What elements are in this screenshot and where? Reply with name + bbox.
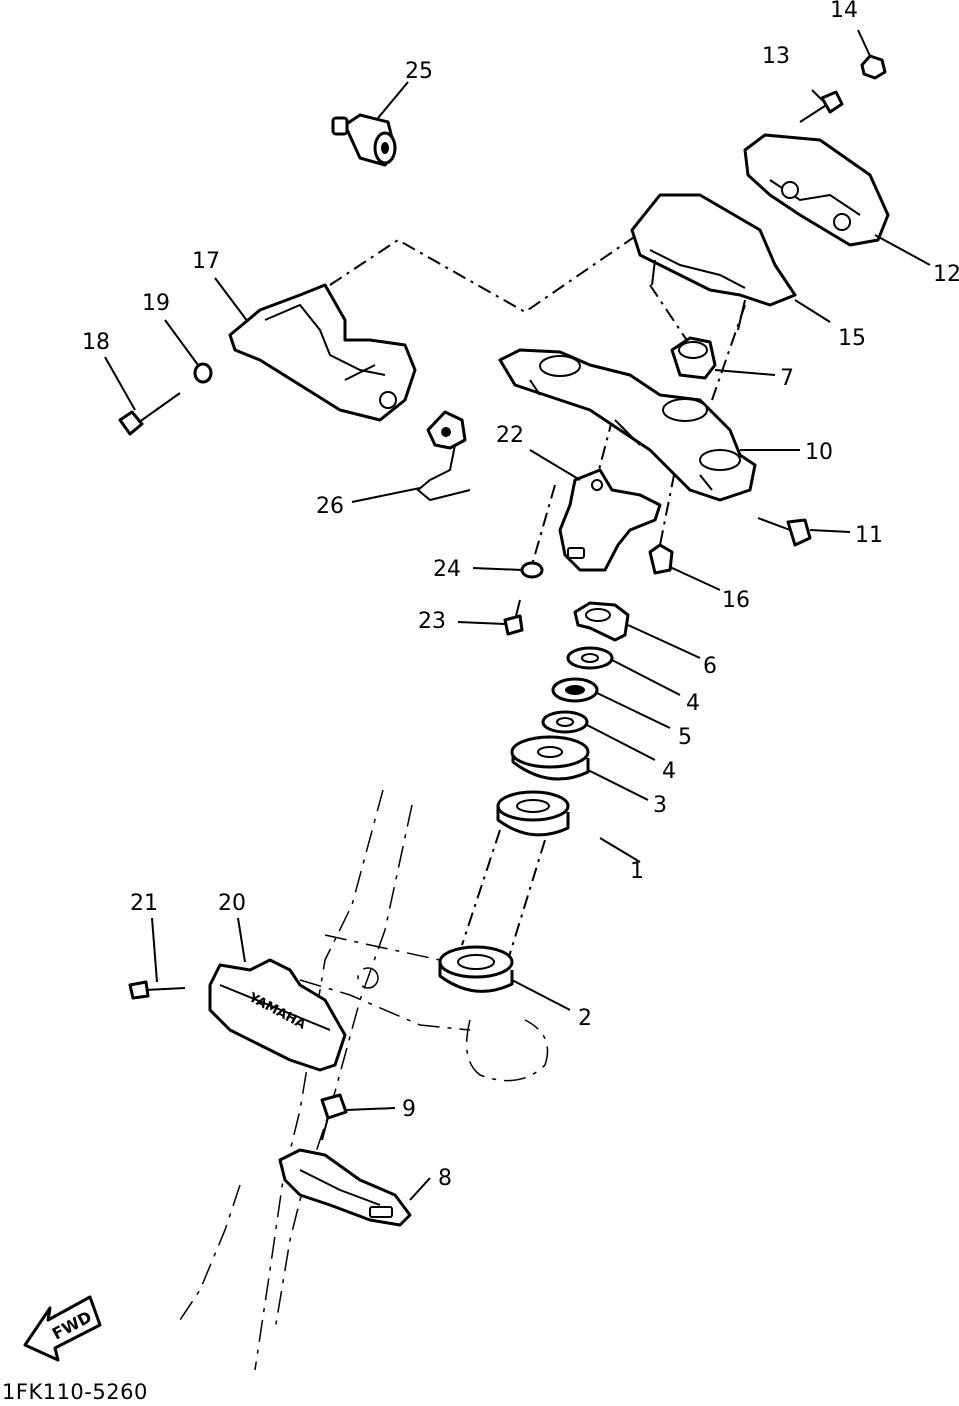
part-8-bracket (278, 1148, 412, 1227)
assembly-guide-lines (329, 232, 746, 961)
part-13-bolt (799, 90, 844, 123)
callout-11: 11 (855, 523, 883, 548)
callout-18: 18 (82, 330, 110, 355)
part-15-cover (630, 193, 797, 331)
callout-6: 6 (703, 654, 717, 679)
part-5-washer (551, 677, 599, 703)
part-22-bracket (558, 468, 662, 572)
part-20-emblem-bracket: YAMAHA (208, 958, 347, 1072)
callout-5: 5 (678, 725, 692, 750)
callout-13: 13 (762, 44, 790, 69)
callout-25: 25 (405, 59, 433, 84)
callout-2: 2 (578, 1006, 592, 1031)
part-2-bearing-lower (438, 945, 514, 993)
part-14-nut (860, 54, 887, 80)
part-17-bracket (228, 283, 417, 422)
callout-21: 21 (130, 891, 158, 916)
part-1-bearing-upper (496, 790, 570, 837)
part-11-bolt (757, 517, 812, 547)
part-12-handle-holder (743, 133, 890, 247)
part-3-cover (510, 735, 590, 781)
callout-24: 24 (433, 557, 461, 582)
diagram-code: 1FK110-5260 (2, 1380, 148, 1404)
callout-8: 8 (438, 1166, 452, 1191)
callout-10: 10 (805, 440, 833, 465)
callout-26: 26 (316, 494, 344, 519)
part-18-bolt (118, 392, 181, 436)
callout-1: 1 (630, 859, 644, 884)
callout-7: 7 (780, 366, 794, 391)
fwd-arrow-icon: FWD (23, 1295, 102, 1362)
part-7-nut (670, 336, 717, 380)
callout-20: 20 (218, 891, 246, 916)
part-10-upper-bracket (498, 348, 757, 502)
part-19-washer (193, 362, 213, 384)
callout-22: 22 (496, 423, 524, 448)
part-25-bush (331, 113, 397, 167)
callout-14: 14 (830, 0, 858, 23)
part-4-washer-lower (541, 710, 589, 734)
callout-4a: 4 (686, 691, 700, 716)
callout-12: 12 (933, 262, 959, 287)
part-6-ring-nut (573, 601, 630, 642)
part-9-bolt (320, 1093, 348, 1141)
part-23-screw (503, 599, 524, 636)
part-24-nut (520, 561, 544, 579)
callout-16: 16 (722, 588, 750, 613)
part-4-washer-upper (566, 646, 614, 670)
callout-15: 15 (838, 326, 866, 351)
callout-9: 9 (402, 1097, 416, 1122)
callout-17: 17 (192, 249, 220, 274)
callout-4b: 4 (662, 759, 676, 784)
callout-23: 23 (418, 609, 446, 634)
callouts: 1 2 3 4 4 5 6 7 8 9 10 11 12 13 14 15 16… (82, 0, 959, 1201)
part-21-screw (128, 980, 186, 1000)
frame-outline (179, 789, 549, 1371)
part-16-cap (648, 543, 674, 575)
callout-19: 19 (142, 291, 170, 316)
part-26-clip (416, 410, 471, 502)
callout-3: 3 (653, 793, 667, 818)
